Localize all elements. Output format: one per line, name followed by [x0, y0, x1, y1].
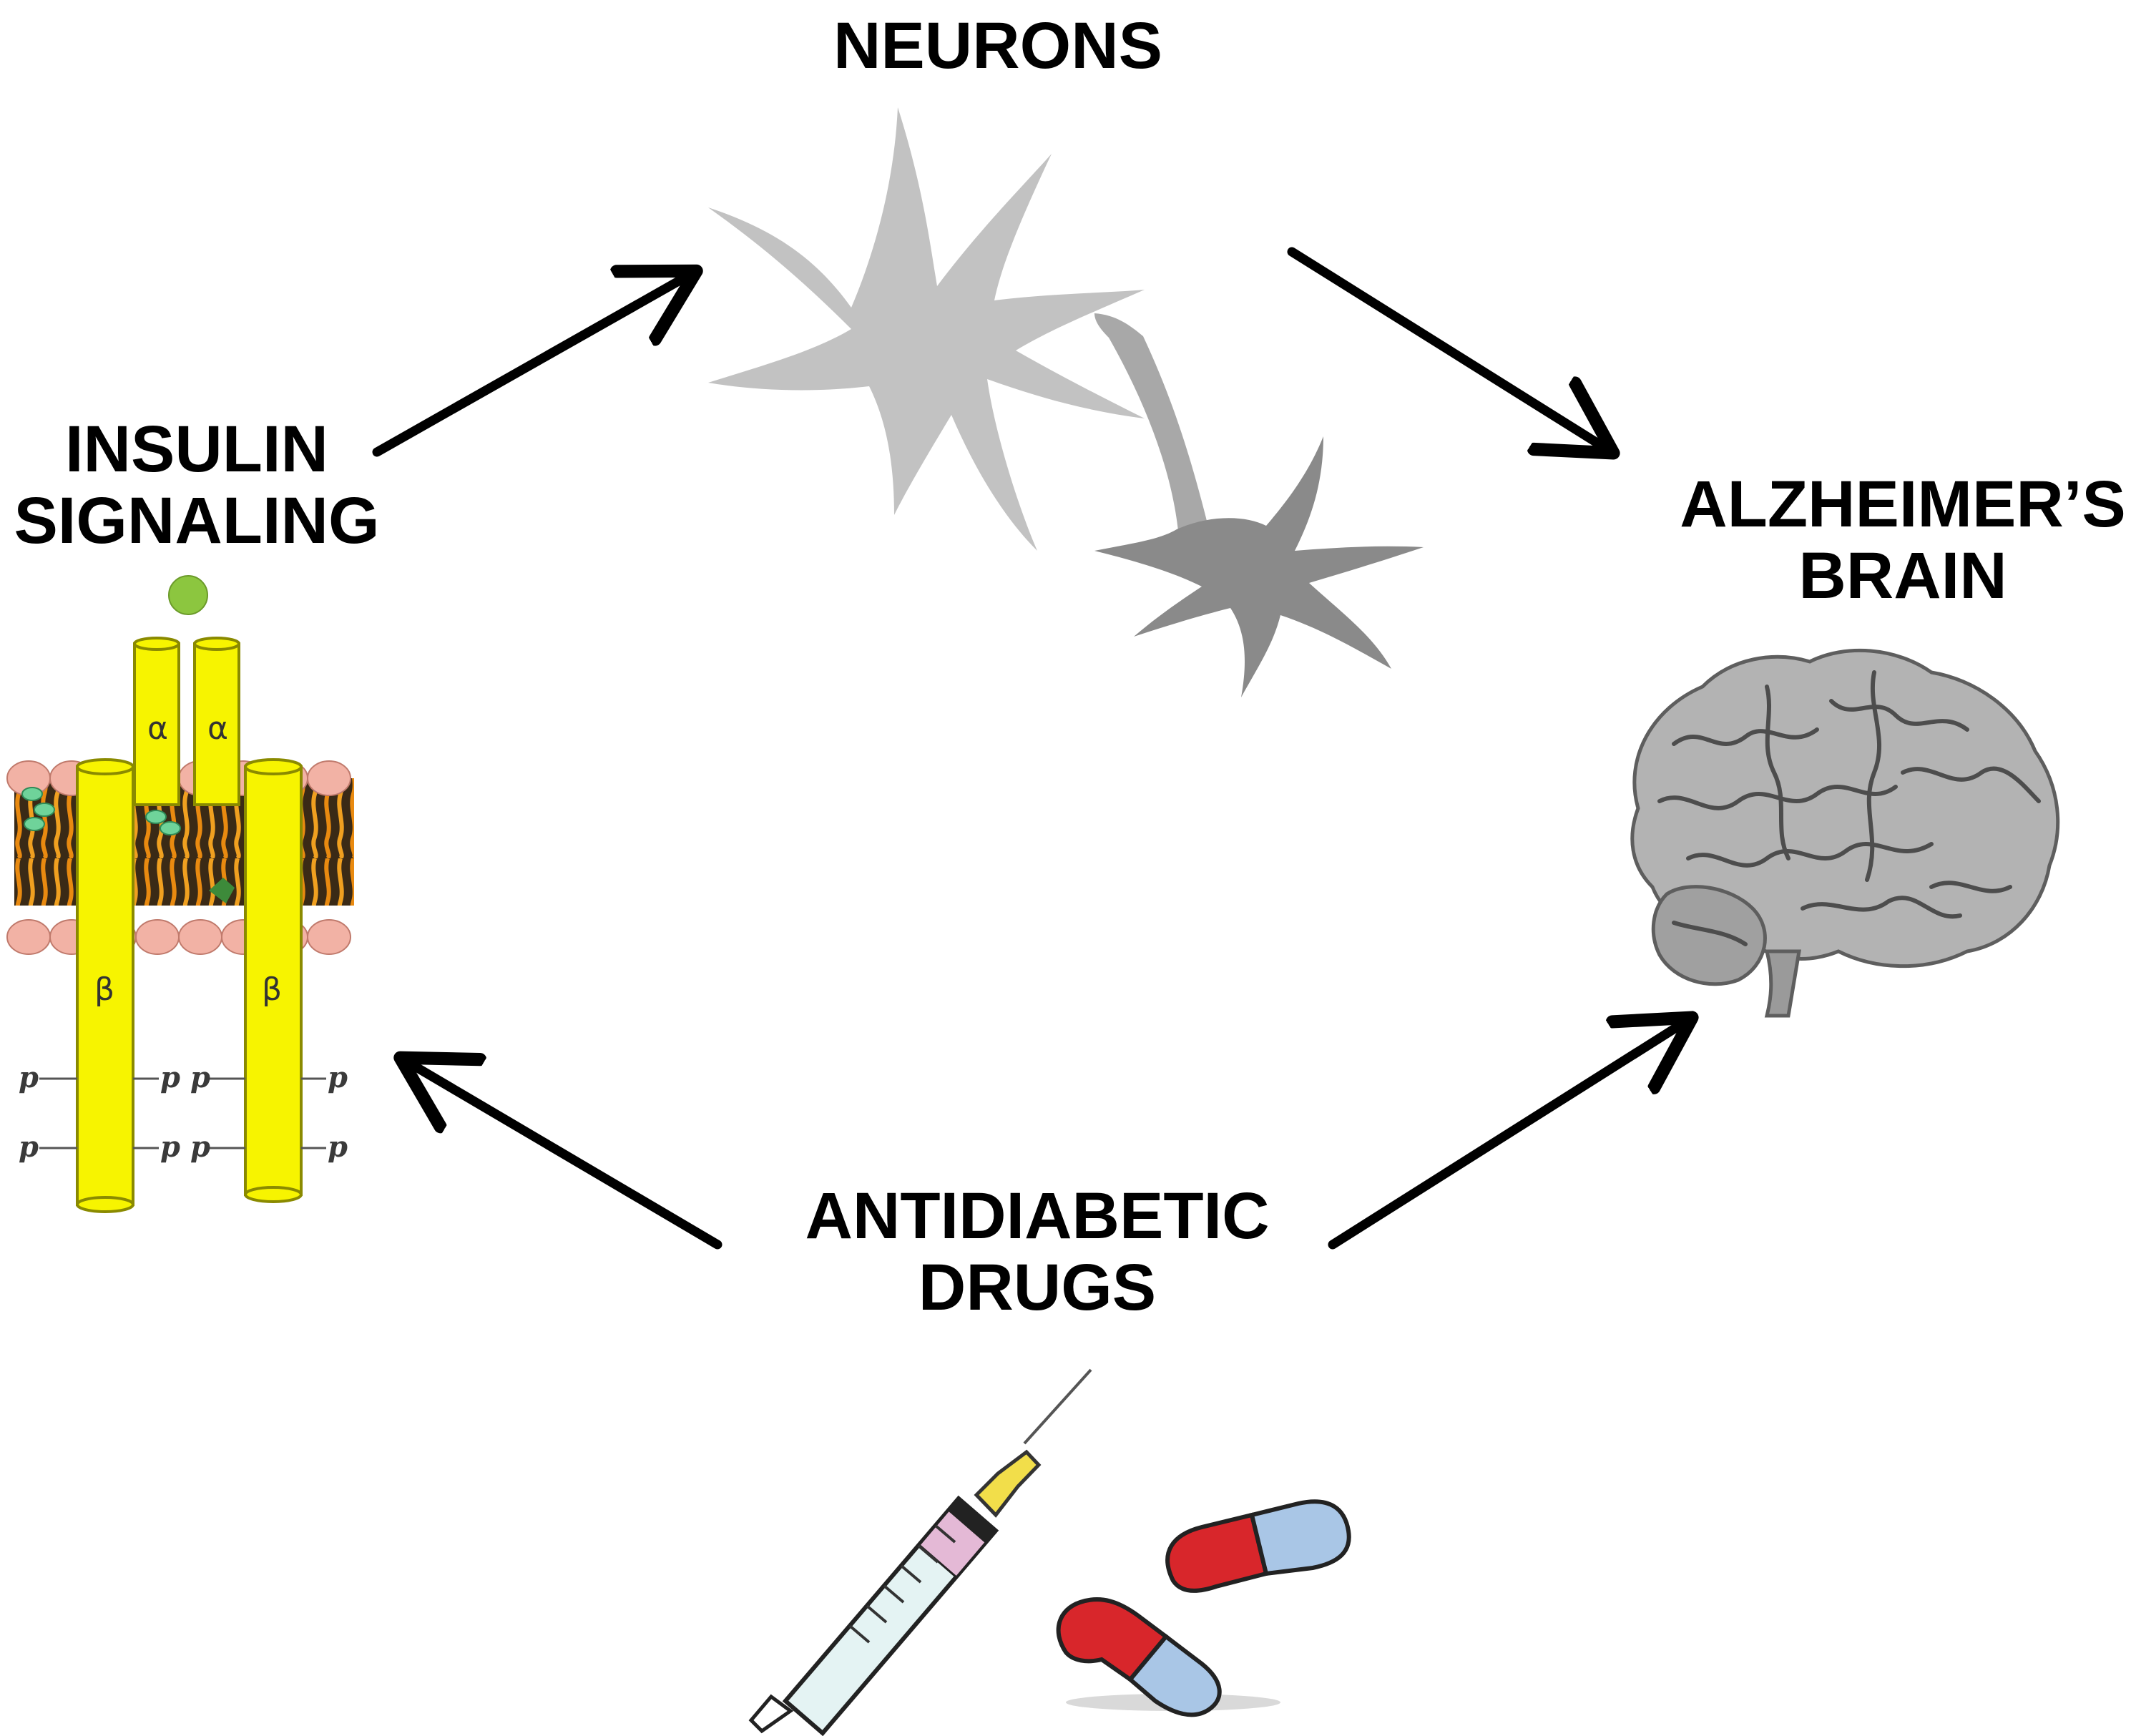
syringe-plunger-icon — [748, 1694, 794, 1734]
alzheimers-brain-label: ALZHEIMER’S BRAIN — [1677, 469, 2128, 612]
neurons-label: NEURONS — [812, 10, 1184, 82]
syringe-hub-icon — [974, 1449, 1042, 1518]
brain-icon — [1630, 648, 2060, 1018]
pill-icon — [1056, 1499, 1351, 1717]
phospho-label: p — [190, 1061, 210, 1094]
alz-label-line2: BRAIN — [1798, 539, 2007, 612]
phospho-label: p — [190, 1130, 210, 1164]
phospho-label: p — [160, 1061, 180, 1094]
drugs-label-line2: DRUGS — [918, 1251, 1157, 1324]
insulin-label-line2: SIGNALING — [14, 484, 380, 557]
brain-stem-icon — [1764, 949, 1801, 1018]
neurons-label-text: NEURONS — [833, 9, 1163, 82]
drugs-label-line1: ANTIDIABETIC — [805, 1180, 1270, 1252]
insulin-signaling-label: INSULIN SIGNALING — [11, 413, 383, 556]
brain-cerebellum-icon — [1651, 885, 1767, 986]
antidiabetic-drugs-label: ANTIDIABETIC DRUGS — [787, 1180, 1288, 1323]
phospho-label: p — [19, 1130, 39, 1164]
neuron-light-icon — [708, 107, 1145, 551]
beta-label-right: β — [262, 971, 282, 1008]
neuron-dark-icon — [1094, 436, 1424, 697]
insulin-ligand-icon — [168, 575, 208, 615]
alz-label-line1: ALZHEIMER’S — [1680, 468, 2126, 541]
pill-lower-icon — [1056, 1597, 1222, 1717]
arrow-insulin-to-neurons — [372, 273, 692, 457]
syringe-icon — [748, 1368, 1092, 1736]
pill-upper-icon — [1165, 1499, 1351, 1593]
phospho-label: p — [328, 1130, 348, 1164]
alpha-label-left: α — [147, 710, 168, 747]
insulin-receptor-icon: α α β β p p p p p p p p — [6, 575, 354, 1213]
phospho-label: p — [328, 1061, 348, 1094]
arrow-drugs-to-insulin — [404, 1060, 722, 1250]
arrow-drugs-to-brain — [1328, 1020, 1688, 1250]
syringe-needle-icon — [1023, 1368, 1092, 1445]
insulin-label-line1: INSULIN — [65, 413, 328, 486]
phospho-label: p — [160, 1130, 180, 1164]
beta-label-left: β — [94, 971, 114, 1008]
syringe-plunger-tip-icon — [948, 1499, 996, 1543]
neuron-axon-icon — [1094, 313, 1209, 538]
neuron-icon — [708, 107, 1424, 697]
phospho-label: p — [19, 1061, 39, 1094]
alpha-label-right: α — [207, 710, 228, 747]
arrow-neurons-to-brain — [1287, 247, 1610, 451]
flow-arrows — [372, 247, 1688, 1250]
